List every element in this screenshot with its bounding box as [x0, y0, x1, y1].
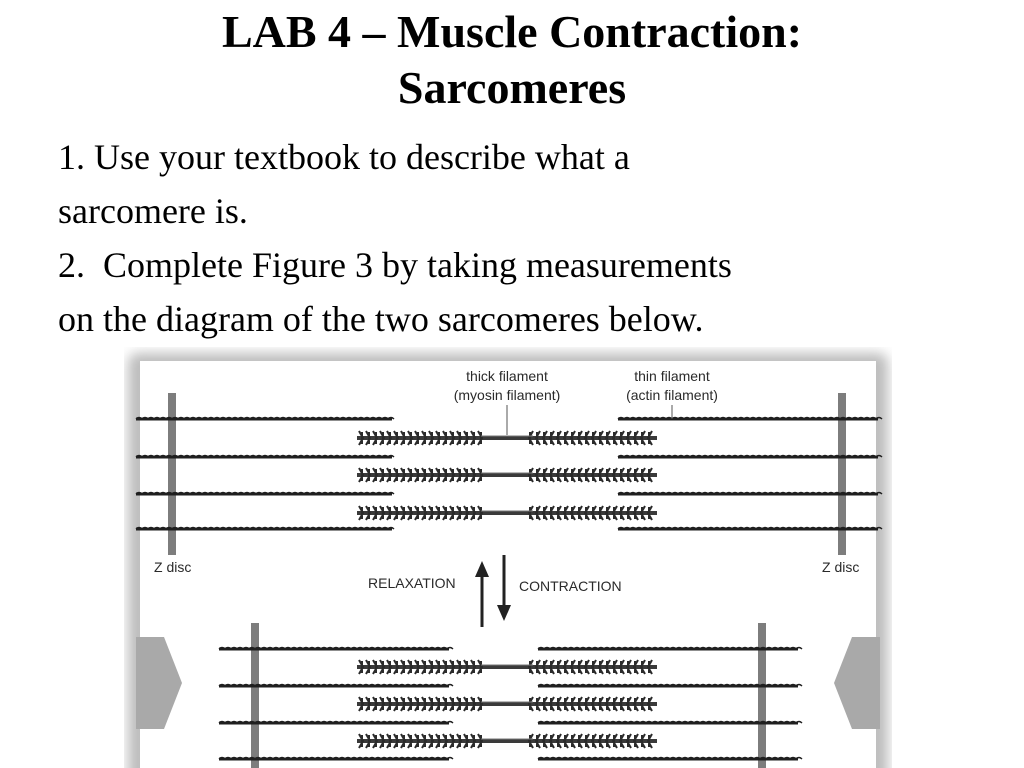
contraction-label: CONTRACTION — [519, 578, 622, 594]
z-disc-label-left: Z disc — [154, 559, 191, 575]
thin-filament-twist — [617, 454, 883, 458]
z-disc — [838, 393, 846, 555]
relaxed-sarcomere — [135, 393, 883, 555]
myosin-heads — [358, 659, 653, 675]
thin-filament-twist — [537, 683, 803, 687]
push-arrow-left — [136, 637, 182, 729]
thin-filament-twist — [537, 646, 803, 650]
thick-filament-core — [357, 436, 657, 440]
thin-filament-twist — [617, 526, 883, 530]
relaxation-label: RELAXATION — [368, 575, 456, 591]
thin-filament-twist — [218, 720, 454, 724]
thin-filament-twist — [135, 491, 395, 495]
thin-filament-twist — [135, 526, 395, 530]
thin-filament-twist — [218, 756, 454, 760]
z-disc — [758, 623, 766, 768]
instruction-line: sarcomere is. — [58, 191, 248, 231]
actin-filament-label: (actin filament) — [626, 387, 718, 403]
myosin-heads — [358, 733, 653, 749]
myosin-heads — [358, 467, 653, 483]
instruction-line: 2. Complete Figure 3 by taking measureme… — [58, 245, 732, 285]
thin-filament-twist — [135, 454, 395, 458]
thin-filament-twist — [617, 491, 883, 495]
thick-filament-core — [357, 739, 657, 743]
thick-filament-core — [357, 665, 657, 669]
sarcomere-figure: thick filament (myosin filament) thin fi… — [124, 347, 892, 768]
z-disc — [251, 623, 259, 768]
thin-filament-label: thin filament — [634, 368, 710, 384]
contraction-arrow-icon — [497, 555, 511, 621]
instructions: 1. Use your textbook to describe what a … — [58, 130, 958, 346]
myosin-heads — [358, 505, 653, 521]
slide-title: LAB 4 – Muscle Contraction: Sarcomeres — [0, 4, 1024, 116]
z-disc — [168, 393, 176, 555]
sarcomere-diagram: thick filament (myosin filament) thin fi… — [124, 347, 892, 768]
thin-filament-twist — [537, 720, 803, 724]
relaxation-arrow-icon — [475, 561, 489, 627]
thin-filament-twist — [135, 416, 395, 420]
myosin-filament-label: (myosin filament) — [454, 387, 561, 403]
contracted-sarcomere — [218, 623, 803, 768]
z-disc-label-right: Z disc — [822, 559, 859, 575]
thin-filament-twist — [218, 646, 454, 650]
thick-filament-core — [357, 473, 657, 477]
slide-title-line-1: LAB 4 – Muscle Contraction: — [221, 6, 803, 57]
thin-filament-twist — [617, 416, 883, 420]
instruction-line: on the diagram of the two sarcomeres bel… — [58, 299, 704, 339]
myosin-heads — [358, 696, 653, 712]
slide-title-line-2: Sarcomeres — [397, 62, 627, 113]
thick-filament-label: thick filament — [466, 368, 548, 384]
thin-filament-twist — [218, 683, 454, 687]
instruction-line: 1. Use your textbook to describe what a — [58, 137, 630, 177]
thin-filament-twist — [537, 756, 803, 760]
push-arrow-right — [834, 637, 880, 729]
thick-filament-core — [357, 511, 657, 515]
thick-filament-core — [357, 702, 657, 706]
myosin-heads — [358, 430, 653, 446]
figure-panel — [140, 361, 876, 768]
